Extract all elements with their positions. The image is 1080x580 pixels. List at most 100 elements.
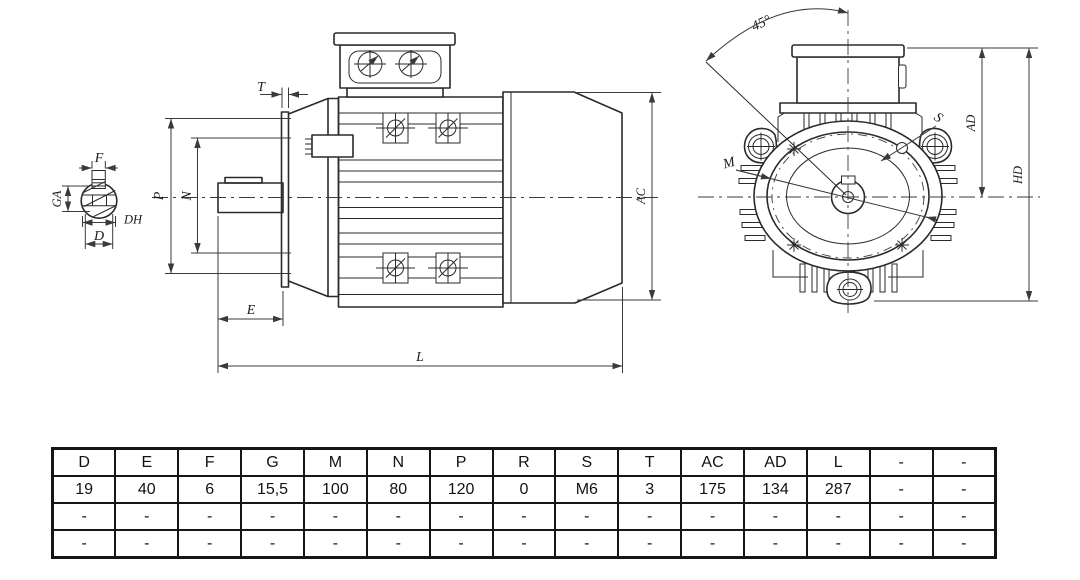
table-cell: 3 (617, 475, 683, 504)
table-cell: - (742, 529, 808, 559)
mounting-pads (376, 112, 468, 284)
table-header-cell: - (931, 447, 997, 477)
dim-label-ac: AC (634, 187, 648, 205)
table-cell: 19 (51, 475, 117, 504)
table-header-cell: F (177, 447, 243, 477)
table-header-cell: D (51, 447, 117, 477)
table-header-cell: S (554, 447, 620, 477)
table-cell: - (51, 529, 117, 559)
dim-p: P (152, 118, 291, 274)
table-cell: - (240, 529, 305, 559)
table-header-cell: L (805, 447, 871, 477)
dim-f: F (79, 151, 118, 172)
table-cell: - (617, 529, 683, 559)
table-cell: - (680, 502, 745, 531)
lifting-lugs (743, 127, 953, 305)
dim-label-s: S (931, 110, 945, 126)
dim-label-ga: GA (50, 190, 64, 207)
table-cell: - (931, 475, 997, 504)
table-cell: - (177, 529, 243, 559)
table-cell: 120 (428, 475, 494, 504)
dim-label-hd: HD (1011, 166, 1025, 185)
table-cell: - (617, 502, 683, 531)
table-cell: - (931, 529, 997, 559)
table-cell: - (365, 529, 431, 559)
table-header-cell: P (428, 447, 494, 477)
table-cell: 6 (177, 475, 243, 504)
table-cell: - (177, 502, 243, 531)
table-header-cell: N (365, 447, 431, 477)
dim-hd: HD (874, 47, 1038, 302)
table-row: --------------- (51, 529, 997, 559)
table-header-cell: M (302, 447, 368, 477)
dim-ac: AC (577, 92, 661, 301)
table-header-cell: AC (680, 447, 745, 477)
table-cell: - (868, 475, 934, 504)
table-cell: - (51, 502, 117, 531)
table-cell: M6 (554, 475, 620, 504)
dim-label-f: F (94, 151, 104, 166)
table-cell: - (680, 529, 745, 559)
dim-label-d: D (93, 229, 104, 244)
table-cell: - (805, 529, 871, 559)
dim-l: L (218, 287, 623, 373)
cable-gland-icon (395, 50, 427, 78)
table-cell: - (428, 529, 494, 559)
dim-ad: AD (907, 47, 992, 197)
dim-label-l: L (415, 350, 424, 365)
motor-side-view: T P N E L AC (152, 32, 661, 373)
table-cell: 287 (805, 475, 871, 504)
table-header-cell: E (114, 447, 180, 477)
dim-t: T (257, 80, 308, 108)
dim-m: M (721, 155, 939, 223)
table-header-cell: AD (742, 447, 808, 477)
table-cell: - (742, 502, 808, 531)
cooling-fins-side (338, 112, 503, 295)
dim-n: N (180, 137, 291, 254)
table-cell: 0 (491, 475, 557, 504)
table-header-cell: - (868, 447, 934, 477)
table-cell: - (868, 502, 934, 531)
dim-label-p: P (152, 191, 167, 201)
dim-label-m: M (721, 155, 738, 173)
dim-e: E (217, 216, 284, 373)
shaft-section-view: F GA DH D (50, 151, 143, 249)
table-header-cell: R (491, 447, 557, 477)
dim-label-angle: 45° (749, 13, 773, 35)
dim-label-n: N (180, 191, 195, 202)
table-cell: - (554, 502, 620, 531)
dim-label-dh: DH (123, 213, 143, 227)
terminal-box-side (333, 32, 456, 98)
table-cell: 175 (680, 475, 745, 504)
table-row: --------------- (51, 502, 997, 531)
dim-label-t: T (257, 80, 266, 95)
table-cell: - (240, 502, 305, 531)
dim-ga: GA (50, 185, 90, 212)
table-cell: - (428, 502, 494, 531)
table-cell: - (365, 502, 431, 531)
motor-front-view: 45° M S AD HD (698, 7, 1040, 313)
table-cell: - (302, 502, 368, 531)
dim-label-ad: AD (964, 115, 978, 133)
table-cell: - (554, 529, 620, 559)
table-cell: - (805, 502, 871, 531)
dim-d: D (84, 214, 114, 249)
table-cell: 80 (365, 475, 431, 504)
table-cell: 100 (302, 475, 368, 504)
dim-dh: DH (82, 213, 143, 227)
table-cell: 15,5 (240, 475, 305, 504)
table-cell: 134 (742, 475, 808, 504)
table-cell: - (931, 502, 997, 531)
cable-gland-icon (354, 50, 386, 78)
table-cell: - (491, 502, 557, 531)
table-cell: - (114, 502, 180, 531)
table-cell: 40 (114, 475, 180, 504)
table-cell: - (114, 529, 180, 559)
table-header-cell: T (617, 447, 683, 477)
bolt-hole-marks (787, 142, 909, 252)
dim-label-e: E (246, 303, 256, 318)
